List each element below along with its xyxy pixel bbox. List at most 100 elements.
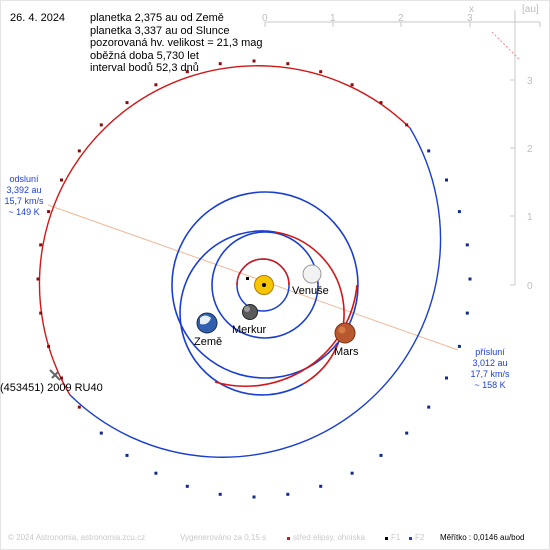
orbit-point [350, 471, 354, 475]
orbit-point [457, 210, 461, 214]
orbit-point [185, 484, 189, 488]
mars-planet [334, 322, 356, 344]
corner-dash [491, 31, 521, 61]
orbit-point [39, 311, 43, 315]
venus-orbit [211, 231, 319, 339]
aphelion-distance: 3,392 au [6, 185, 42, 195]
orbit-point [252, 59, 256, 63]
orbit-point [468, 277, 472, 281]
orbit-point [319, 70, 323, 74]
perihelion-speed: 17,7 km/s [470, 369, 510, 379]
y-tick-label-1: 1 [527, 212, 533, 223]
orbit-point [60, 376, 63, 380]
earth-label: Země [194, 336, 222, 348]
legend-center-text: střed elipsy, ohniska [293, 533, 365, 542]
mars-orbit-north [274, 231, 345, 385]
orbit-point [465, 243, 469, 247]
orbit-point [60, 178, 63, 182]
unit-label: [au] [522, 4, 539, 15]
copyright-link[interactable]: © 2024 Astronomia, astronomia.zcu.cz [8, 533, 146, 542]
y-tick-label-3: 3 [527, 76, 533, 87]
legend-f1-marker [385, 537, 388, 540]
magnitude: pozorovaná hv. velikost = 21,3 mag [90, 37, 263, 50]
point-interval: interval bodů 52,3 dnů [90, 62, 199, 75]
orbit-point [252, 495, 256, 499]
asteroid-label: (453451) 2009 RU40 [0, 382, 103, 394]
earth-orbit-blue-2 [171, 209, 211, 361]
orbit-point [125, 453, 129, 457]
aphelion-temperature: ~ 149 K [8, 207, 40, 217]
x-axis [264, 21, 541, 27]
orbit-point [465, 311, 469, 315]
orbit-point [99, 431, 103, 435]
earth-orbit-blue [209, 191, 359, 379]
orbit-point [286, 62, 290, 66]
orbital-period: oběžná doba 5,730 let [90, 49, 199, 62]
y-axis [510, 10, 516, 286]
orbit-point [47, 344, 51, 348]
x-tick-label-3: 3 [467, 13, 473, 24]
x-tick-label-2: 2 [398, 13, 404, 24]
perihelion-title: přísluní [475, 347, 505, 357]
distance-from-sun: planetka 3,337 au od Slunce [90, 24, 230, 37]
mercury-label: Merkur [232, 324, 267, 336]
orbit-point [154, 83, 158, 87]
mars-red-arc [214, 284, 358, 387]
perihelion-temperature: ~ 158 K [474, 380, 506, 390]
asteroid-orbit-north [38, 65, 411, 396]
orbit-point [319, 484, 323, 488]
mars-highlight [338, 326, 346, 334]
venus-planet [302, 264, 322, 284]
perihelion-distance: 3,012 au [472, 358, 508, 368]
scale-label: Měřítko : 0,0146 au/bod [440, 533, 525, 542]
orbit-point [427, 149, 431, 153]
x-tick-label-1: 1 [330, 13, 336, 24]
orbit-point [77, 149, 81, 153]
orbit-point [379, 453, 383, 457]
orbit-point [47, 210, 51, 214]
perihelion-note: přísluní 3,012 au 17,7 km/s ~ 158 K [462, 347, 518, 391]
aphelion-note: odsluní 3,392 au 15,7 km/s ~ 149 K [0, 174, 48, 218]
orbit-point [457, 344, 461, 348]
asteroid-orbit-points [36, 59, 472, 499]
orbit-point [286, 492, 290, 496]
y-tick-label-0: 0 [527, 281, 533, 292]
asteroid-marker [49, 369, 61, 381]
orbit-point [405, 123, 409, 127]
aphelion-speed: 15,7 km/s [4, 196, 44, 206]
x-axis-label: x [469, 4, 474, 15]
orbit-point [379, 101, 383, 105]
date-label: 26. 4. 2024 [10, 12, 66, 24]
mercury-planet [242, 304, 258, 320]
orbit-point [154, 471, 158, 475]
orbit-point [427, 405, 431, 409]
venus-label: Venuše [292, 285, 329, 297]
orbit-point [185, 70, 189, 74]
asteroid-orbit-south [69, 127, 442, 458]
orbit-point [445, 178, 448, 182]
orbit-point [405, 431, 409, 435]
orbit-point [125, 101, 129, 105]
generated-time: Vygenerováno za 0,15 s [180, 533, 266, 542]
distance-from-earth: planetka 2,375 au od Země [90, 12, 224, 24]
orbit-point [218, 62, 222, 66]
mercury-orbit-north [236, 258, 290, 286]
orbit-point [218, 492, 222, 496]
mars-orbit-south [179, 230, 304, 396]
info-block: planetka 2,375 au od Země planetka 3,337… [90, 12, 263, 75]
apsides-line [47, 204, 459, 351]
orbit-point [36, 277, 40, 281]
orbit-point [445, 376, 448, 380]
orbit-point [99, 123, 103, 127]
legend-f2-marker [409, 537, 412, 540]
orbit-point [77, 405, 81, 409]
y-tick-label-2: 2 [527, 144, 533, 155]
orbit-point [350, 83, 354, 87]
orbit-point [39, 243, 43, 247]
sun-focus [262, 283, 266, 287]
legend-center-marker [287, 537, 290, 540]
aphelion-title: odsluní [9, 174, 39, 184]
